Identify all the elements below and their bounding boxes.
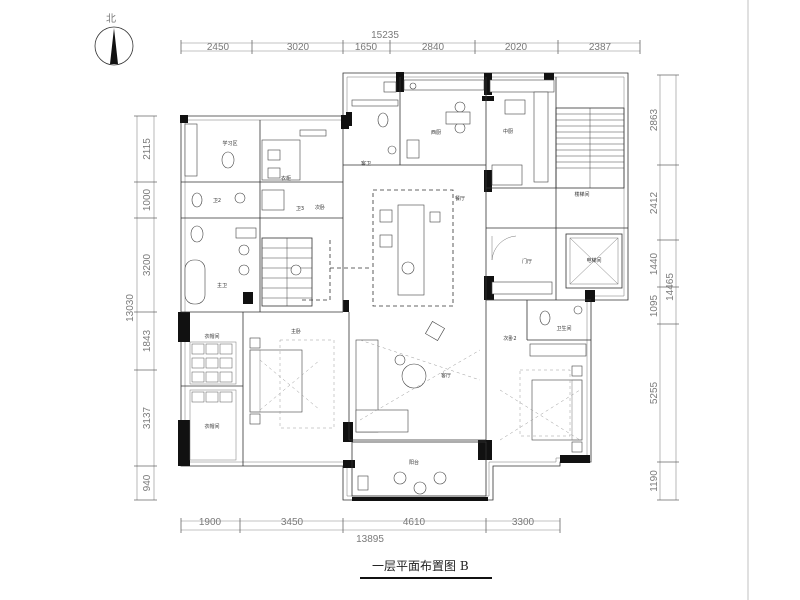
dim-left-3: 3200 [142, 253, 153, 276]
dim-left-2: 1000 [142, 188, 153, 211]
guest-bath-fixtures [351, 81, 399, 155]
interior-walls [181, 77, 628, 466]
dim-left-1: 2115 [142, 138, 153, 160]
dim-top-5: 2020 [505, 42, 528, 53]
study-area-fixtures [184, 123, 327, 181]
room-label-master-bedroom: 主卧 [291, 328, 301, 335]
master-bath-fixtures [184, 225, 257, 305]
room-label-guest-bath: 客卫 [361, 160, 371, 167]
drawing-title-text: 一层平面布置图 B [372, 559, 469, 573]
dim-right-4: 1095 [649, 294, 660, 317]
dining-area [372, 189, 454, 307]
dim-top-3: 1650 [355, 42, 378, 53]
dim-bottom-4: 3300 [512, 517, 535, 528]
foyer-door [491, 235, 553, 295]
room-label-closet: 衣柜 [281, 175, 291, 182]
room-label-walk-in-1: 衣帽间 [204, 333, 219, 340]
outer-walls [178, 72, 629, 501]
dim-left-total: 13030 [125, 294, 136, 322]
dim-top-2: 3020 [287, 42, 310, 53]
room-label-walk-in-2: 衣帽间 [204, 423, 219, 430]
drawing-title: 一层平面布置图 B [360, 559, 492, 579]
room-label-elevator: 电梯间 [586, 257, 601, 264]
dim-right-3: 1440 [649, 252, 660, 275]
room-label-guest-room: 次卧 [315, 204, 325, 211]
room-label-foyer: 门厅 [522, 258, 532, 265]
dim-bottom-total: 13895 [356, 534, 384, 545]
dim-left-6: 940 [142, 474, 153, 491]
dimension-lines [134, 40, 679, 533]
dim-top-4: 2840 [422, 42, 445, 53]
room-label-western-kitchen: 西厨 [431, 130, 441, 136]
balcony-furniture [351, 441, 487, 497]
elevator-shaft [565, 233, 623, 289]
dim-right-6: 1190 [649, 470, 660, 492]
dim-bottom-2: 3450 [281, 517, 304, 528]
dim-right-5: 5255 [649, 381, 660, 404]
stair-flight [555, 107, 625, 189]
room-label-dining: 餐厅 [455, 195, 465, 202]
bath-1-fixtures [539, 305, 583, 326]
room-label-bath-3: 卫3 [296, 206, 304, 212]
room-label-bath-1: 卫生间 [556, 325, 571, 332]
room-label-study: 学习区 [222, 140, 237, 147]
room-label-chinese-kitchen: 中厨 [503, 128, 513, 135]
dim-right-total: 14465 [665, 273, 676, 301]
room-label-stair-hall: 楼梯间 [574, 191, 589, 198]
room-label-bath-2: 卫2 [213, 198, 221, 204]
north-label: 北 [106, 13, 116, 25]
kitchen-fixtures [403, 79, 555, 186]
dim-top-1: 2450 [207, 42, 230, 53]
room-label-balcony: 阳台 [409, 459, 419, 466]
inner-stairs [261, 237, 372, 307]
dim-right-1: 2863 [649, 108, 660, 131]
dim-bottom-1: 1900 [199, 517, 222, 528]
dim-left-5: 3137 [142, 406, 153, 429]
room-label-master-bath: 主卫 [217, 282, 227, 289]
bath-2-fixtures [191, 189, 285, 211]
north-arrow-icon: 北 [94, 13, 134, 66]
dim-left-4: 1843 [142, 329, 153, 352]
dim-right-2: 2412 [649, 191, 660, 214]
walk-in-closet-cabinets [189, 341, 237, 461]
dim-top-6: 2387 [589, 42, 612, 53]
room-label-living: 客厅 [441, 372, 451, 379]
dim-top-total: 15235 [371, 30, 399, 41]
dim-bottom-3: 4610 [403, 517, 426, 528]
room-label-bedroom-2: 次卧2 [503, 335, 516, 342]
bedroom-2-furniture [499, 343, 587, 453]
master-bedroom-bed [249, 337, 335, 429]
living-room-furniture [355, 321, 481, 433]
